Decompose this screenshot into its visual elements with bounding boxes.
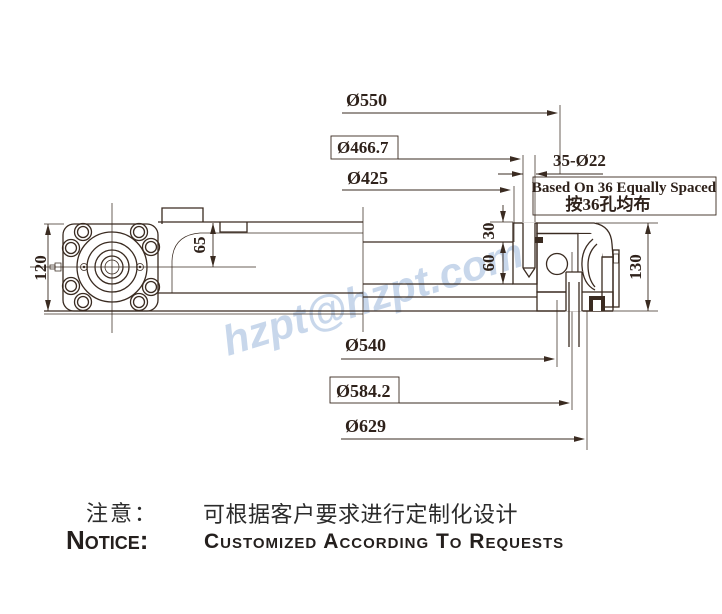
bearing-ball [545, 252, 569, 276]
flange-side-holes [80, 263, 144, 271]
notice-block: 注意： 可根据客户要求进行定制化设计 Notice: Customized Ac… [66, 501, 564, 555]
dim-label-h60: 60 [479, 255, 498, 272]
dim-label-h65: 65 [190, 237, 209, 254]
dim-label-d425: Ø425 [347, 168, 388, 188]
dimension-lines [45, 110, 717, 442]
dim-label-h130: 130 [626, 254, 645, 280]
note-equally-spaced-cn: 按36孔均布 [566, 194, 651, 214]
notice-label-cn: 注意： [86, 501, 158, 526]
bearing-cross-section [512, 222, 620, 347]
dim-label-h30: 30 [479, 223, 498, 240]
notice-text-en: Customized According To Requests [204, 530, 564, 553]
housing-side-view [44, 207, 613, 312]
note-equally-spaced-en: Based On 36 Equally Spaced [532, 180, 717, 196]
dim-label-d550: Ø550 [346, 90, 387, 110]
notice-text-cn: 可根据客户要求进行定制化设计 [203, 502, 518, 527]
dim-label-d466-7: Ø466.7 [337, 138, 389, 157]
dim-label-h120: 120 [31, 255, 50, 281]
dim-label-d584-2: Ø584.2 [336, 381, 391, 401]
dim-label-d629: Ø629 [345, 416, 386, 436]
notice-label-en: Notice: [66, 525, 148, 555]
dim-label-bolt-pattern: 35-Ø22 [553, 151, 606, 170]
dim-label-d540: Ø540 [345, 335, 386, 355]
grease-nipple [49, 262, 62, 272]
